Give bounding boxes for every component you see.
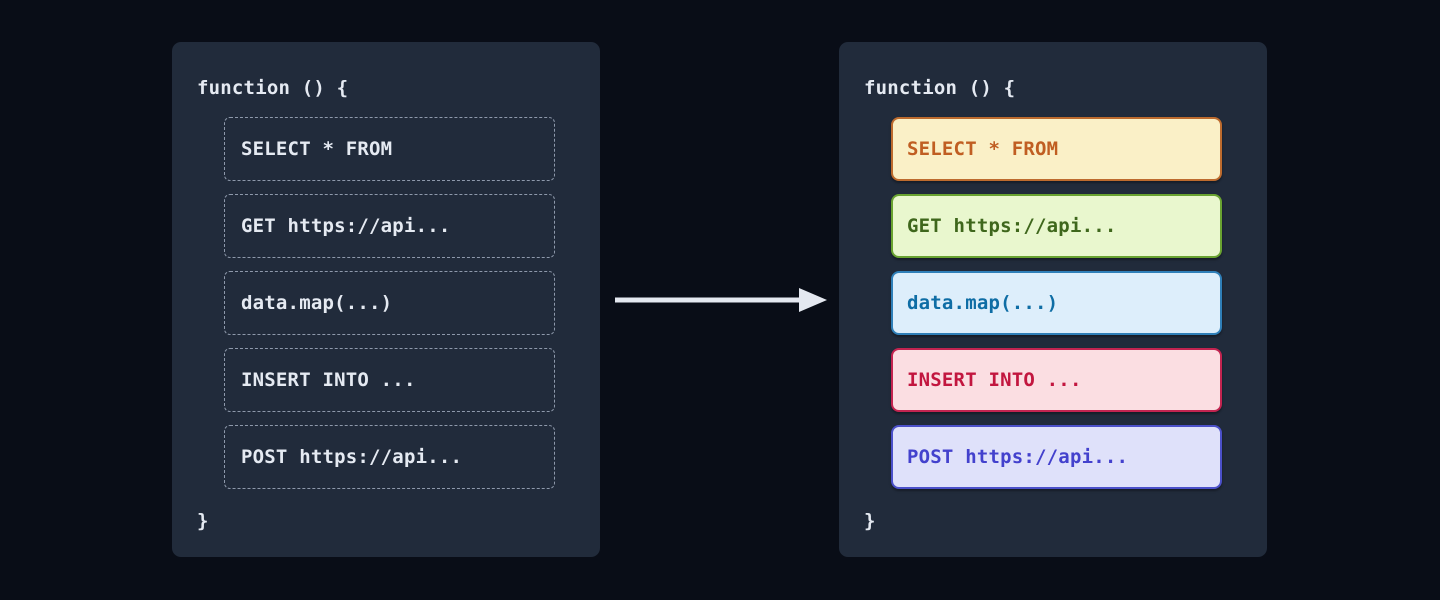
code-block-list: SELECT * FROM GET https://api... data.map(… [891, 117, 1222, 489]
code-panel-after: function () { SELECT * FROM GET https://a… [839, 42, 1267, 557]
function-close-line: } [864, 510, 876, 532]
function-close-line: } [197, 510, 209, 532]
code-block-list: SELECT * FROM GET https://api... data.map(… [224, 117, 555, 489]
code-panel-before: function () { SELECT * FROM GET https://a… [172, 42, 600, 557]
block-data-map: data.map(...) [891, 271, 1222, 335]
block-get-api: GET https://api... [224, 194, 555, 258]
arrow-icon [615, 288, 827, 312]
function-open-line: function () { [864, 77, 1016, 99]
block-get-api: GET https://api... [891, 194, 1222, 258]
block-post-api: POST https://api... [891, 425, 1222, 489]
block-insert-into: INSERT INTO ... [891, 348, 1222, 412]
block-select-from: SELECT * FROM [224, 117, 555, 181]
function-open-line: function () { [197, 77, 349, 99]
block-select-from: SELECT * FROM [891, 117, 1222, 181]
block-post-api: POST https://api... [224, 425, 555, 489]
block-data-map: data.map(...) [224, 271, 555, 335]
block-insert-into: INSERT INTO ... [224, 348, 555, 412]
